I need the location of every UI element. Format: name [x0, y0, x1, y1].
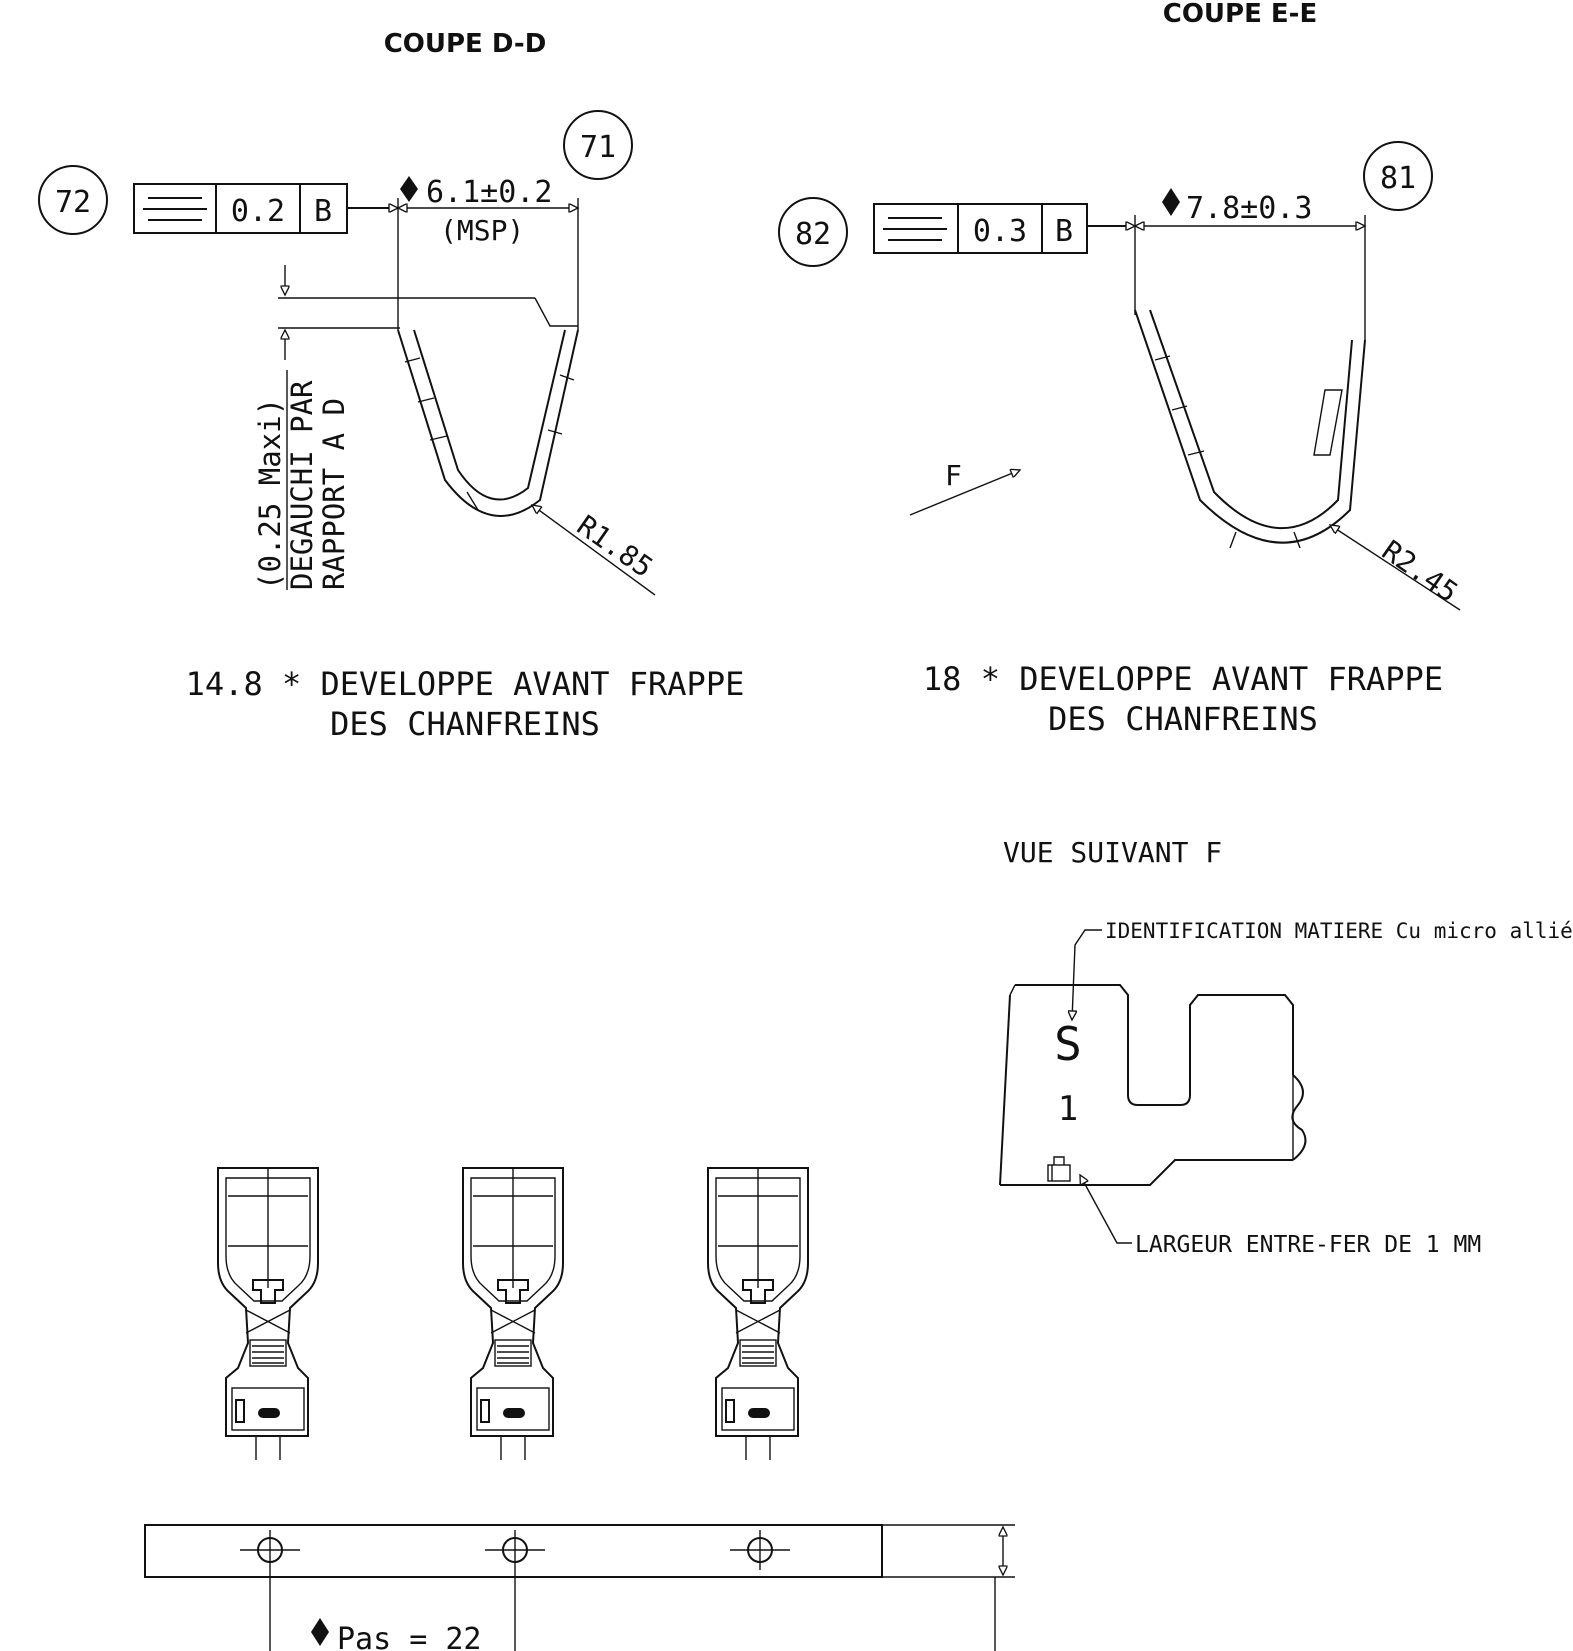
caption-ee-line-2: DES CHANFREINS [1048, 700, 1318, 738]
pilot-hole-3 [730, 1530, 790, 1570]
dimension-value-ee: 7.8±0.3 [1186, 191, 1312, 226]
terminal-strip: Pas = 22 [144, 1167, 1015, 1651]
note-material-id: IDENTIFICATION MATIERE Cu micro allié [1105, 919, 1573, 943]
warp-note: (0.25 Maxi) DEGAUCHI PAR RAPPORT A D [253, 370, 351, 590]
tolerance-frame-ee: 0.3 B [873, 203, 1088, 254]
terminal-2 [462, 1167, 564, 1461]
caption-dd-line-2: DES CHANFREINS [330, 705, 600, 743]
view-arrow-f: F [909, 459, 1020, 516]
datum-label-dd: B [314, 194, 332, 229]
strip-height-dimension [882, 1524, 1015, 1651]
marking-digit: 1 [1058, 1089, 1078, 1129]
datum-label-ee: B [1055, 214, 1073, 249]
dimension-ee: 7.8±0.3 [1135, 188, 1365, 340]
dimension-value-dd: 6.1±0.2 [426, 175, 552, 210]
balloon-81 [1363, 141, 1433, 211]
section-dd-title: COUPE D-D [384, 29, 547, 59]
warp-note-line-3: RAPPORT A D [317, 398, 351, 590]
carrier-strip [144, 1524, 883, 1578]
caption-ee-line-1: 18 * DEVELOPPE AVANT FRAPPE [923, 660, 1443, 698]
key-characteristic-diamond-icon [311, 1618, 329, 1646]
terminal-3 [707, 1167, 809, 1461]
view-f-title: VUE SUIVANT F [1003, 836, 1222, 869]
dimension-note-dd: (MSP) [440, 214, 524, 247]
view-arrow-label: F [945, 459, 962, 492]
pitch-label: Pas = 22 [337, 1622, 482, 1651]
profile-ee [1134, 309, 1366, 549]
warp-note-line-1: (0.25 Maxi) [253, 398, 287, 590]
key-characteristic-diamond-icon [400, 176, 418, 202]
radius-dd: R1.85 [571, 509, 659, 584]
warp-note-line-2: DEGAUCHI PAR [285, 380, 319, 590]
profile-dd [397, 329, 579, 517]
dimension-dd: 6.1±0.2 (MSP) [398, 175, 578, 330]
balloon-82-label: 82 [795, 217, 831, 252]
balloon-81-label: 81 [1380, 161, 1416, 196]
symmetry-icon [883, 217, 947, 241]
symmetry-icon [143, 197, 207, 221]
terminal-1 [217, 1167, 319, 1461]
tolerance-frame-dd: 0.2 B [133, 183, 348, 234]
section-dd: COUPE D-D 72 71 0.2 B 6.1±0.2 (MSP) [38, 29, 745, 743]
tolerance-value-ee: 0.3 [973, 214, 1027, 249]
view-f: VUE SUIVANT F S 1 IDENTIFICATION MATIERE… [999, 836, 1573, 1258]
section-ee-title: COUPE E-E [1163, 0, 1317, 29]
caption-dd-line-1: 14.8 * DEVELOPPE AVANT FRAPPE [186, 665, 745, 703]
balloon-72-label: 72 [55, 185, 91, 220]
pilot-hole-1 [240, 1530, 300, 1651]
note-gap-width: LARGEUR ENTRE-FER DE 1 MM [1135, 1232, 1481, 1258]
key-characteristic-diamond-icon [1162, 188, 1180, 216]
balloon-71 [563, 110, 633, 180]
section-ee: COUPE E-E 82 81 0.3 B 7.8±0.3 [778, 0, 1464, 738]
warp-indicator [278, 265, 578, 360]
radius-ee: R2.45 [1376, 534, 1464, 609]
material-stamp-icon [1047, 1156, 1071, 1182]
balloon-82 [778, 197, 848, 267]
balloon-71-label: 71 [580, 130, 616, 165]
pilot-hole-2 [485, 1530, 545, 1651]
marking-letter: S [1054, 1017, 1082, 1071]
tolerance-value-dd: 0.2 [231, 194, 285, 229]
balloon-72 [38, 165, 108, 235]
